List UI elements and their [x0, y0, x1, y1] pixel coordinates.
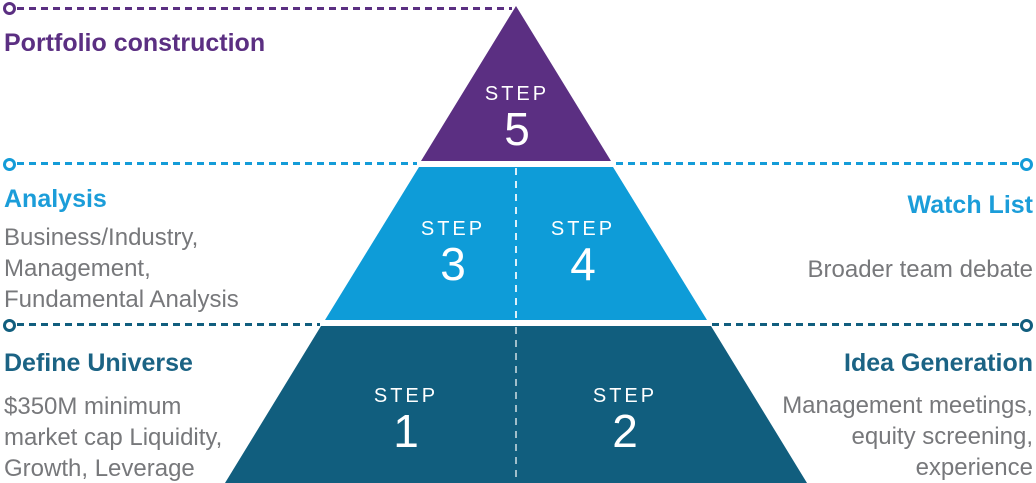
- analysis-description: Business/Industry, Management, Fundament…: [4, 222, 239, 315]
- idea-generation-line: Management meetings,: [782, 392, 1033, 419]
- ring-marker-icon: [3, 2, 16, 15]
- watch-list-title: Watch List: [907, 191, 1033, 219]
- define-universe-line: Growth, Leverage: [4, 455, 195, 482]
- tier-bottom-splitter-line: [515, 327, 517, 483]
- watch-list-description: Broader team debate: [808, 254, 1033, 285]
- step-number: 1: [393, 405, 419, 457]
- analysis-dashed-line-left: [17, 162, 417, 165]
- step-word: STEP: [484, 83, 550, 105]
- analysis-line: Business/Industry,: [4, 224, 199, 251]
- portfolio-dashed-line: [17, 7, 512, 10]
- watch-list-line: Broader team debate: [807, 256, 1033, 283]
- step-word: STEP: [592, 385, 658, 407]
- idea-generation-title: Idea Generation: [844, 349, 1033, 377]
- idea-generation-line: experience: [915, 454, 1033, 481]
- step-word: STEP: [373, 385, 439, 407]
- ring-marker-icon: [3, 158, 16, 171]
- idea-generation-line: equity screening,: [851, 423, 1033, 450]
- step-2-label: STEP 2: [593, 386, 657, 455]
- analysis-dashed-line-right: [616, 162, 1020, 165]
- step-5-label: STEP 5: [485, 84, 549, 153]
- analysis-title: Analysis: [4, 185, 107, 213]
- step-number: 3: [440, 238, 466, 290]
- step-4-label: STEP 4: [551, 219, 615, 288]
- step-number: 2: [612, 405, 638, 457]
- step-number: 4: [570, 238, 596, 290]
- idea-generation-description: Management meetings, equity screening, e…: [782, 390, 1033, 483]
- portfolio-construction-title: Portfolio construction: [4, 29, 266, 57]
- step-number: 5: [504, 103, 530, 155]
- analysis-line: Fundamental Analysis: [4, 286, 239, 313]
- ring-marker-icon: [3, 319, 16, 332]
- define-universe-line: market cap Liquidity,: [4, 424, 223, 451]
- define-universe-title: Define Universe: [4, 349, 193, 377]
- step-word: STEP: [550, 218, 616, 240]
- tier-middle-splitter-line: [515, 168, 517, 320]
- define-universe-line: $350M minimum: [4, 393, 182, 420]
- define-universe-description: $350M minimum market cap Liquidity, Grow…: [4, 391, 222, 483]
- step-1-label: STEP 1: [374, 386, 438, 455]
- analysis-line: Management,: [4, 255, 151, 282]
- ring-marker-icon: [1020, 319, 1033, 332]
- universe-dashed-line-right: [712, 323, 1020, 326]
- step-word: STEP: [420, 218, 486, 240]
- step-3-label: STEP 3: [421, 219, 485, 288]
- ring-marker-icon: [1020, 158, 1033, 171]
- universe-dashed-line-left: [17, 323, 320, 326]
